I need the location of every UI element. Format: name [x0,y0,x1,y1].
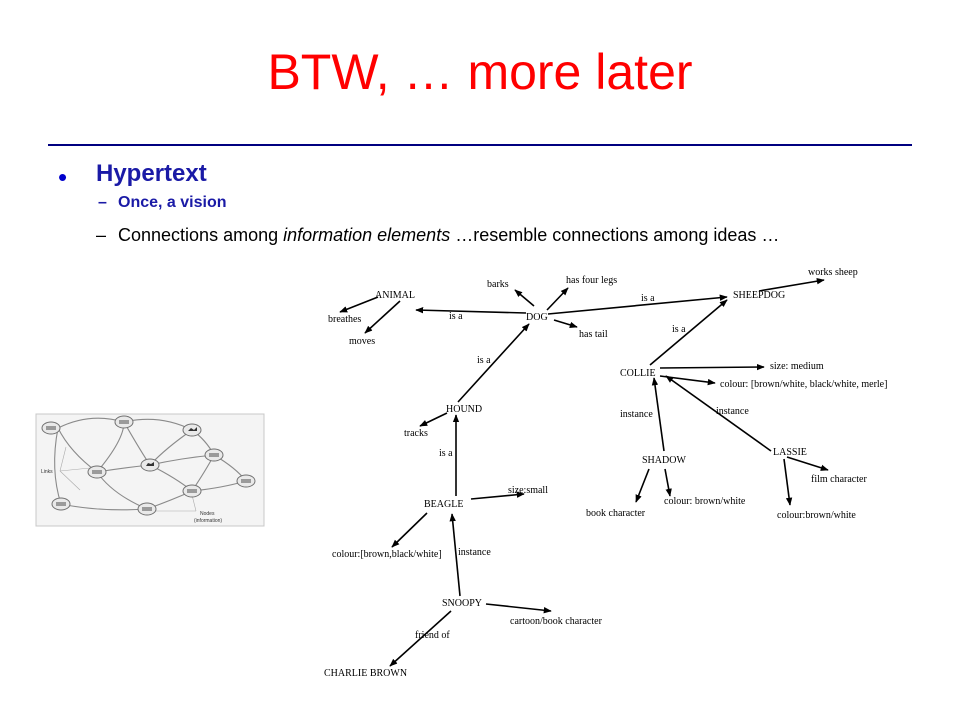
edge-snoopy-beagle [449,513,461,597]
edge-collie-sheepdog [649,299,728,366]
property-colour-shadow: colour: brown/white [664,496,746,507]
network-edge-labels: is a is a is a is a is a instance instan… [415,293,749,641]
bullet-dot: • [58,162,68,192]
node-shadow: SHADOW [642,455,686,466]
edge-dog-sheepdog [547,294,728,315]
node-snoopy: SNOOPY [442,598,482,609]
sub-text-b: …resemble connections among ideas … [450,225,780,245]
property-barks: barks [487,279,509,290]
edge-label-snoopy-beagle: instance [458,547,491,558]
property-size-medium: size: medium [770,361,824,372]
node-lassie: LASSIE [773,447,807,458]
property-works-sheep: works sheep [808,267,858,278]
property-film-character: film character [811,474,867,485]
property-breathes: breathes [328,314,361,325]
property-has-tail: has tail [579,329,608,340]
network-node-labels: ANIMAL DOG SHEEPDOG COLLIE HOUND BEAGLE … [324,267,887,679]
edge-label-beagle-hound: is a [439,448,453,459]
edge-label-snoopy-charlie: friend of [415,630,450,641]
node-charlie-brown: CHARLIE BROWN [324,668,407,679]
slide-title: BTW, … more later [267,44,693,100]
node-collie: COLLIE [620,368,656,379]
node-animal: ANIMAL [375,290,415,301]
sub-bullet-vision-text: Once, a vision [118,194,227,211]
mini-node-contents [46,420,251,511]
edge-label-dog-animal: is a [449,311,463,322]
edge-label-collie-sheepdog: is a [672,324,686,335]
edge-lassie-collie [665,375,772,452]
sub-text-a: Connections among [118,225,284,245]
sub-bullet-connections: –Connections among information elements … [96,225,780,246]
edge-label-lassie-collie: instance [716,406,749,417]
edge-shadow-collie [651,377,665,452]
property-book-character: book character [586,508,646,519]
property-size-small: size:small [508,485,548,496]
edge-label-dog-sheepdog: is a [641,293,655,304]
node-dog: DOG [526,312,548,323]
edge-snoopy-charlie [389,610,452,667]
bullet-heading: Hypertext [96,160,207,187]
sub-dash: – [96,225,107,245]
node-sheepdog: SHEEPDOG [733,290,785,301]
edge-dog-animal [415,306,527,314]
network-edges [339,278,829,667]
edge-label-hound-dog: is a [477,355,491,366]
sub-dash: – [98,194,107,211]
property-moves: moves [349,336,375,347]
property-colour-collie: colour: [brown/white, black/white, merle… [720,379,887,390]
edge-hound-dog [457,323,530,403]
property-four-legs: has four legs [566,275,617,286]
sub-text-emphasis: information elements [283,225,451,245]
property-colour-beagle: colour:[brown,black/white] [332,549,442,560]
mini-callout-lines [59,446,197,512]
node-beagle: BEAGLE [424,499,463,510]
mini-nodes-sublabel: (information) [194,518,222,524]
node-hound: HOUND [446,404,482,415]
sub-bullet-vision: –Once, a vision [98,194,227,212]
property-colour-lassie: colour:brown/white [777,510,856,521]
edge-label-shadow-collie: instance [620,409,653,420]
mini-hypertext-diagram: Links Nodes (information) [35,413,265,527]
property-cartoon: cartoon/book character [510,616,603,627]
mini-nodes-label: Nodes [200,511,215,517]
mini-links-label: Links [41,469,53,475]
title-divider [48,144,912,146]
property-tracks: tracks [404,428,428,439]
